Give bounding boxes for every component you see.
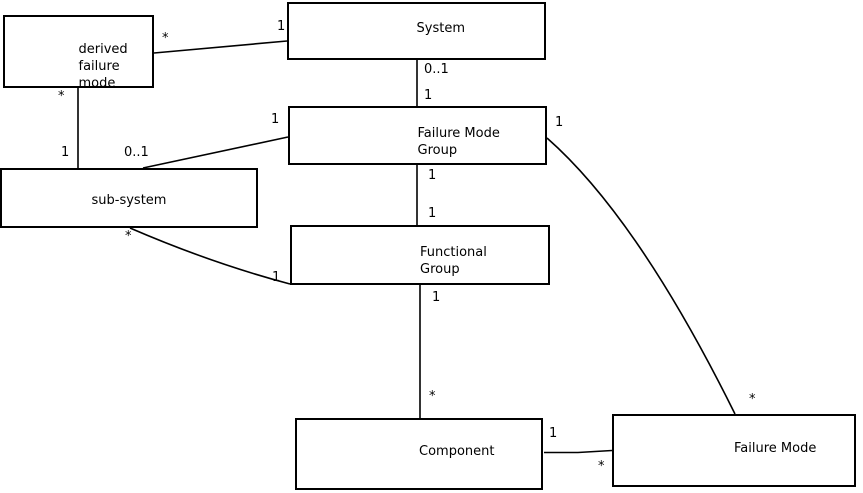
entity-label-derived-failure-mode: derived failure mode [79,41,128,92]
multiplicity-sub-system-functional-group-near-sub-system: * [125,229,132,244]
connector-sub-system-functional-group [129,227,291,285]
entity-box-functional-group: Functional Group [290,225,550,285]
entity-label-line: mode [78,75,116,91]
multiplicity-sub-system-failure-mode-group-near-fmg: 1 [271,112,280,127]
entity-label-line: Group [420,262,460,277]
entity-label-line: Group [417,142,458,158]
connector-failure-mode-group-failure-mode [546,137,736,415]
entity-box-derived-failure-mode: derived failure mode [3,15,154,91]
multiplicity-system-failure-mode-group-near-system: 0..1 [424,62,449,77]
multiplicity-failure-mode-group-failure-mode-near-fmg: 1 [555,115,564,130]
connector-sub-system-failure-mode-group [142,136,289,169]
entity-label-line: failure [78,58,120,74]
multiplicity-sub-system-failure-mode-group-near-sub-system: 0..1 [124,145,149,160]
entity-label-line: derived [78,41,128,57]
entity-box-sub-system: sub-system [0,168,258,228]
connector-component-failure-mode [544,449,613,454]
multiplicity-derived-failure-mode-sub-system-near-sub-system: 1 [61,145,70,160]
multiplicity-derived-failure-mode-sub-system-near-dfm: * [58,89,65,104]
connector-derived-failure-mode-system [153,40,288,54]
entity-label-line: Functional [420,245,487,260]
multiplicity-component-failure-mode-near-fm: * [598,459,605,474]
multiplicity-component-failure-mode-near-component: 1 [549,426,558,441]
entity-label-sub-system: sub-system [91,193,167,208]
entity-label-line: Failure Mode [417,125,500,141]
entity-label-system: System [416,21,465,36]
entity-label-failure-mode-group: Failure Mode Group [418,125,500,159]
entity-label-functional-group: Functional Group [420,244,487,278]
multiplicity-derived-failure-mode-system-near-system: 1 [277,19,286,34]
multiplicity-failure-mode-group-functional-group-near-fg: 1 [428,206,437,221]
multiplicity-failure-mode-group-failure-mode-near-fm: * [749,392,756,407]
entity-label-component: Component [419,444,495,459]
entity-label-failure-mode: Failure Mode [734,440,817,456]
entity-box-component: Component [295,418,543,490]
entity-box-failure-mode: Failure Mode [612,414,856,487]
multiplicity-failure-mode-group-functional-group-near-fmg: 1 [428,168,437,183]
multiplicity-functional-group-component-near-fg: 1 [432,290,441,305]
multiplicity-functional-group-component-near-component: * [429,389,436,404]
multiplicity-system-failure-mode-group-near-fmg: 1 [424,88,433,103]
multiplicity-derived-failure-mode-system-near-dfm: * [162,31,169,46]
multiplicity-sub-system-functional-group-near-fg: 1 [272,270,281,285]
entity-box-failure-mode-group: Failure Mode Group [288,106,547,165]
entity-box-system: System [287,2,546,60]
